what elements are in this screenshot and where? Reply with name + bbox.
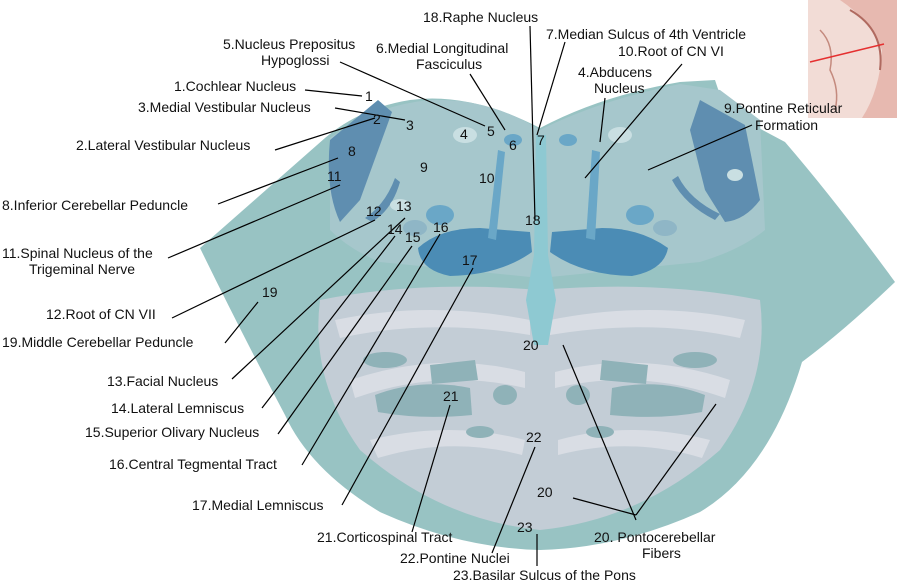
region-number-2: 2: [373, 111, 381, 127]
region-number-4: 4: [460, 126, 468, 142]
label-spinal-trigeminal-line1: 11.Spinal Nucleus of the: [2, 245, 153, 261]
label-mlf-line2: Fasciculus: [416, 56, 482, 72]
label-pontocerebellar-line1: 20. Pontocerebellar: [594, 529, 716, 545]
region-number-1: 1: [365, 88, 373, 104]
label-mlf-line1: 6.Medial Longitudinal: [376, 40, 508, 56]
locator-thumbnail: [808, 0, 897, 118]
pale-spot-trigeminal-right: [727, 169, 743, 181]
label-medial-vestibular-nucleus: 3.Medial Vestibular Nucleus: [138, 99, 311, 115]
root-cn-vi-left: [488, 150, 505, 240]
region-number-13: 13: [396, 198, 412, 214]
root-cn-vii-right: [672, 176, 720, 220]
pale-spot-left: [453, 127, 477, 143]
pale-spot-right: [608, 127, 632, 143]
region-number-7: 7: [537, 132, 545, 148]
label-abducens-nucleus-line2: Nucleus: [594, 80, 645, 96]
medial-lemniscus-shape: [418, 228, 532, 276]
region-number-10: 10: [479, 170, 495, 186]
label-basilar-sulcus: 23.Basilar Sulcus of the Pons: [453, 567, 636, 583]
label-lateral-lemniscus: 14.Lateral Lemniscus: [111, 400, 244, 416]
medial-lemniscus-shape-right: [550, 228, 668, 276]
pale-spot-trigeminal-left: [390, 199, 410, 211]
label-nucleus-prepositus-line1: 5.Nucleus Prepositus: [223, 36, 355, 52]
region-number-14: 14: [387, 221, 403, 237]
corticospinal-bundles: [363, 352, 717, 438]
leader-lines: [167, 25, 753, 566]
label-root-cn-vi: 10.Root of CN VI: [618, 43, 724, 59]
region-number-20-b: 20: [537, 484, 553, 500]
region-number-20-a: 20: [523, 337, 539, 353]
label-pontine-nuclei: 22.Pontine Nuclei: [400, 550, 510, 566]
region-number-12: 12: [366, 203, 382, 219]
region-number-11: 11: [327, 168, 342, 184]
label-facial-nucleus: 13.Facial Nucleus: [107, 373, 218, 389]
region-number-9: 9: [420, 159, 428, 175]
label-inferior-cerebellar-peduncle: 8.Inferior Cerebellar Peduncle: [2, 197, 188, 213]
label-middle-cerebellar-peduncle: 19.Middle Cerebellar Peduncle: [2, 334, 194, 350]
root-cn-vii-left: [365, 178, 400, 222]
label-cochlear-nucleus: 1.Cochlear Nucleus: [174, 78, 296, 94]
mlf-left: [504, 134, 522, 146]
region-number-5: 5: [487, 123, 495, 139]
label-root-cn-vii: 12.Root of CN VII: [46, 306, 156, 322]
label-pontocerebellar-line2: Fibers: [642, 545, 681, 561]
root-cn-vi-right: [586, 150, 600, 240]
superior-olive-left: [426, 205, 454, 225]
label-central-tegmental-tract: 16.Central Tegmental Tract: [109, 456, 277, 472]
region-number-23: 23: [517, 519, 533, 535]
left-vestibular-cerebellar-region: [328, 100, 392, 222]
label-corticospinal-tract: 21.Corticospinal Tract: [317, 529, 453, 545]
region-number-16: 16: [433, 219, 449, 235]
region-number-17: 17: [462, 252, 478, 268]
label-medial-lemniscus: 17.Medial Lemniscus: [192, 497, 324, 513]
label-median-sulcus: 7.Median Sulcus of 4th Ventricle: [546, 26, 746, 42]
region-number-15: 15: [405, 229, 421, 245]
label-raphe-nucleus: 18.Raphe Nucleus: [423, 9, 538, 25]
region-numbers: 1 2 3 4 5 6 7 8 9 10 11 12 13 14 15 16 1…: [262, 88, 553, 535]
superior-olive-right: [626, 205, 654, 225]
lateral-lemniscus-left: [403, 220, 427, 236]
mlf-right: [559, 134, 577, 146]
label-lateral-vestibular-nucleus: 2.Lateral Vestibular Nucleus: [76, 137, 250, 153]
region-number-18: 18: [525, 212, 541, 228]
label-spinal-trigeminal-line2: Trigeminal Nerve: [29, 261, 135, 277]
region-number-3: 3: [406, 117, 414, 133]
label-superior-olivary-nucleus: 15.Superior Olivary Nucleus: [85, 424, 259, 440]
region-number-19: 19: [262, 284, 278, 300]
structure-labels: 1.Cochlear Nucleus 3.Medial Vestibular N…: [2, 9, 843, 583]
label-pontine-reticular-line2: Formation: [755, 117, 818, 133]
label-nucleus-prepositus-line2: Hypoglossi: [261, 52, 329, 68]
region-number-8: 8: [348, 143, 356, 159]
region-number-22: 22: [526, 429, 542, 445]
right-vestibular-cerebellar-region: [690, 100, 760, 222]
region-number-21: 21: [443, 388, 459, 404]
lateral-lemniscus-right: [653, 220, 677, 236]
label-abducens-nucleus-line1: 4.Abducens: [578, 64, 652, 80]
region-number-6: 6: [509, 137, 517, 153]
midline-raphe: [526, 135, 556, 345]
label-pontine-reticular-line1: 9.Pontine Reticular: [724, 100, 843, 116]
